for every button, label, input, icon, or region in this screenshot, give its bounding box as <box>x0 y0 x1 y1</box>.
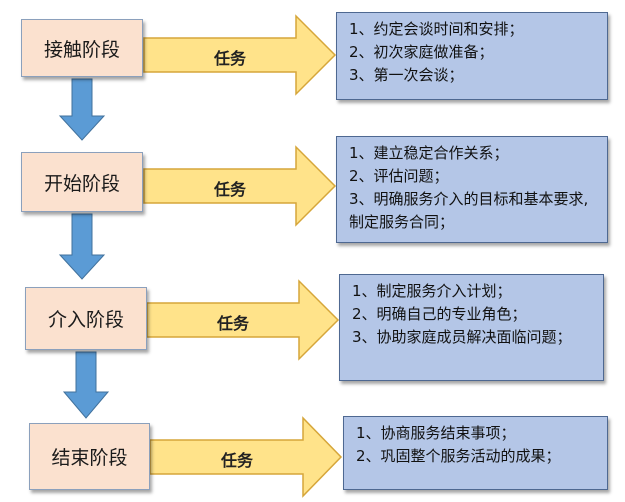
task-box-start: 1、建立稳定合作关系； 2、评估问题； 3、明确服务介入的目标和基本要求,制定服… <box>336 136 608 243</box>
task-item: 1、建立稳定合作关系； <box>349 144 509 162</box>
down-arrow-1 <box>58 78 106 141</box>
stage-box-end: 结束阶段 <box>29 423 150 490</box>
task-item: 3、协助家庭成员解决面临问题； <box>352 328 572 346</box>
task-item: 2、初次家庭做准备； <box>349 43 494 61</box>
down-arrow-3 <box>62 351 110 419</box>
task-arrow-label: 任务 <box>220 451 253 470</box>
down-arrow-2 <box>58 213 106 280</box>
task-item: 2、明确自己的专业角色； <box>352 305 527 323</box>
task-arrow-4 <box>149 416 343 498</box>
task-item: 3、第一次会谈； <box>349 66 464 84</box>
task-box-intervention: 1、制定服务介入计划； 2、明确自己的专业角色； 3、协助家庭成员解决面临问题； <box>339 274 604 381</box>
stage-box-intervention: 介入阶段 <box>25 287 147 350</box>
task-arrow-label: 任务 <box>213 49 246 68</box>
stage-label: 开始阶段 <box>43 172 120 195</box>
stage-label: 结束阶段 <box>51 447 128 469</box>
task-box-contact: 1、约定会谈时间和安排； 2、初次家庭做准备； 3、第一次会谈； <box>336 12 608 100</box>
task-arrow-label: 任务 <box>213 180 246 199</box>
task-item: 2、评估问题； <box>349 167 449 185</box>
task-item: 1、制定服务介入计划； <box>352 282 512 300</box>
task-arrow-2 <box>143 145 337 227</box>
task-item: 1、协商服务结束事项； <box>356 424 516 442</box>
task-arrow-label: 任务 <box>216 314 249 333</box>
stage-box-start: 开始阶段 <box>21 152 143 212</box>
stage-label: 介入阶段 <box>47 309 124 331</box>
task-arrow-3 <box>146 279 340 361</box>
stage-label: 接触阶段 <box>43 38 120 61</box>
task-item: 3、明确服务介入的目标和基本要求,制定服务合同； <box>349 190 589 231</box>
task-arrow-1 <box>143 14 337 96</box>
task-box-end: 1、协商服务结束事项； 2、巩固整个服务活动的成果； <box>343 416 608 490</box>
stage-box-contact: 接触阶段 <box>21 19 143 77</box>
task-item: 2、巩固整个服务活动的成果； <box>356 447 561 465</box>
task-item: 1、约定会谈时间和安排； <box>349 20 524 38</box>
